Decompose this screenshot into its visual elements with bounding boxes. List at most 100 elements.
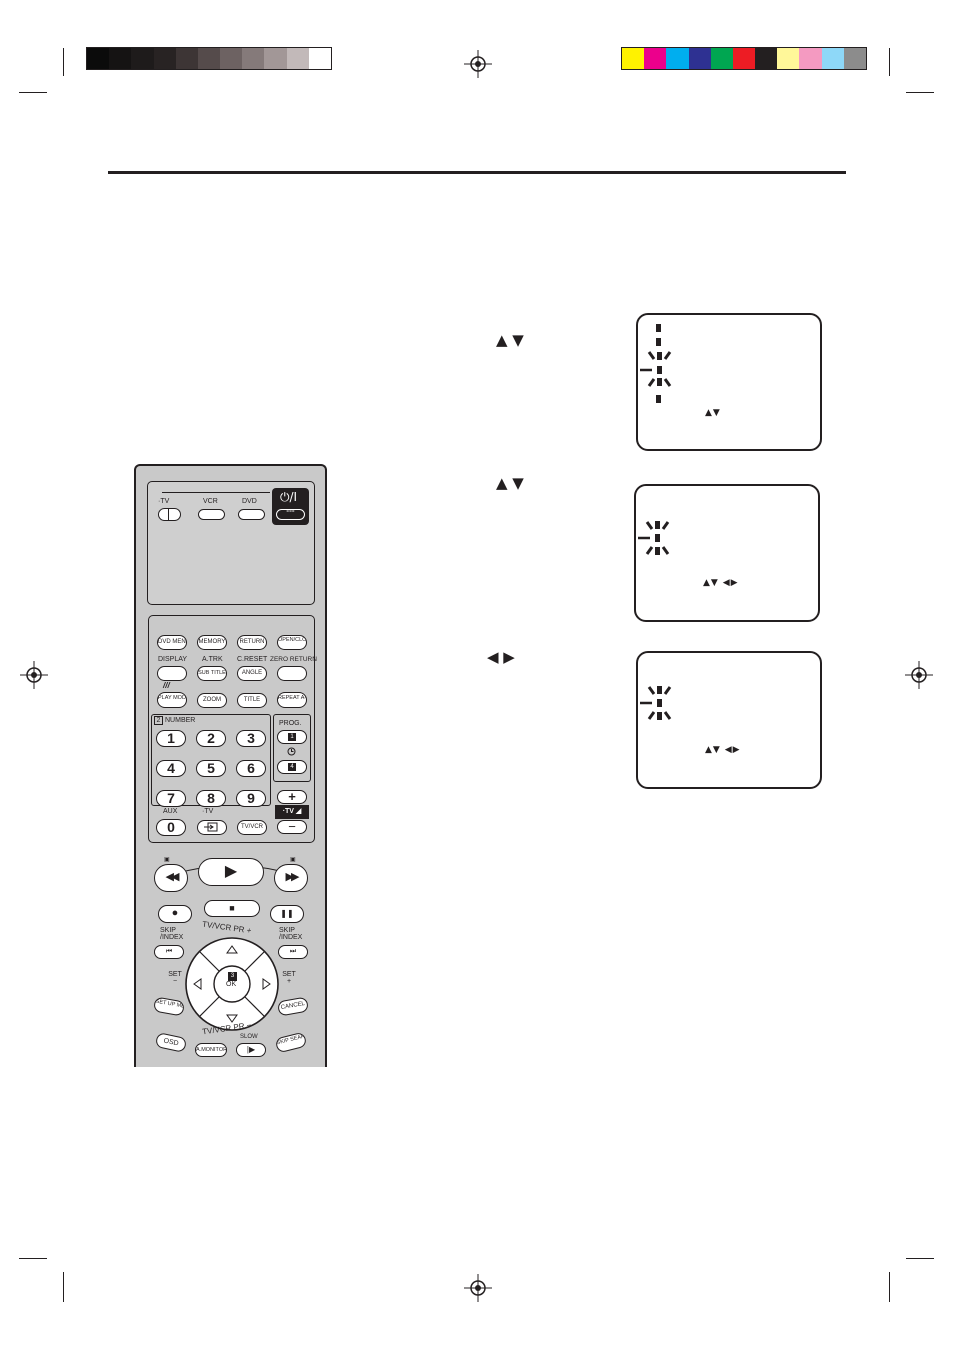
vcr-mode-button[interactable]: [198, 509, 225, 520]
cancel-button[interactable]: CANCEL: [276, 996, 310, 1017]
zero-return-label: ZERO RETURN: [270, 656, 317, 663]
registration-target-icon: [464, 50, 492, 78]
step1-arrow-icons: ▲ ▼: [496, 331, 524, 349]
volume-tv-label: ·TV ◢: [275, 805, 309, 819]
skip-search-button[interactable]: SKIP SEARCH: [274, 1031, 308, 1054]
record-button[interactable]: ●: [158, 905, 192, 923]
color-swatch: [777, 48, 800, 69]
number-8-button[interactable]: 8: [196, 790, 226, 807]
prog-down-button[interactable]: 4: [277, 760, 307, 774]
osd-button[interactable]: OSD: [154, 1032, 188, 1053]
blinking-cursor-icon: [640, 686, 672, 720]
fast-forward-button[interactable]: ▶▶: [274, 864, 308, 892]
sub-title-button[interactable]: SUB TITLE: [197, 666, 227, 681]
power-button[interactable]: ⏻/I °°°: [272, 488, 309, 525]
navigation-dial[interactable]: [184, 936, 280, 1032]
blinking-cursor-icon: [640, 351, 672, 387]
a-monitor-button[interactable]: A.MONITOR: [195, 1043, 227, 1057]
return-button[interactable]: RETURN: [237, 635, 267, 650]
osd-marker: [656, 324, 661, 332]
rewind-button[interactable]: ◀◀: [154, 864, 188, 892]
dvd-mode-label: DVD: [242, 498, 257, 505]
number-0-button[interactable]: 0: [156, 819, 186, 836]
number-9-button[interactable]: 9: [236, 790, 266, 807]
display-label: DISPLAY: [158, 656, 188, 663]
zero-return-button[interactable]: [277, 666, 307, 681]
color-swatch: [688, 48, 712, 69]
color-swatch: [264, 48, 288, 69]
tv-mode-label: ·TV: [158, 498, 170, 505]
color-swatch: [644, 48, 667, 69]
number-4-button[interactable]: 4: [156, 760, 186, 777]
number-6-button[interactable]: 6: [236, 760, 266, 777]
open-close-button[interactable]: OPEN/CLOSE: [277, 635, 307, 650]
number-1-button[interactable]: 1: [156, 730, 186, 747]
remote-top-panel: [147, 481, 315, 605]
repeat-ab-button[interactable]: REPEAT A-B: [277, 692, 307, 708]
number-5-button[interactable]: 5: [196, 760, 226, 777]
color-swatch: [286, 48, 310, 69]
angle-button[interactable]: ANGLE: [237, 666, 267, 681]
remote-control: ·TV VCR DVD ⏻/I °°° DVD MENU MEMORY RETU…: [134, 464, 327, 1067]
display-button[interactable]: [157, 666, 187, 681]
crop-mark: [889, 48, 890, 76]
color-registration-bar: [621, 47, 867, 70]
registration-target-icon: [464, 1274, 492, 1302]
skip-back-button[interactable]: ⏮: [154, 945, 184, 959]
osd-screen-2: ▲▼ ◀▶: [634, 484, 820, 622]
color-swatch: [175, 48, 199, 69]
crop-mark: [19, 92, 47, 93]
crop-mark: [63, 1272, 64, 1302]
osd-screen-3: ▲▼ ◀▶: [636, 651, 822, 789]
dvd-mode-button[interactable]: [238, 509, 265, 520]
crop-mark: [19, 1258, 47, 1259]
rew-index-icon: ▣: [164, 857, 170, 863]
timer-clock-icon: [287, 747, 296, 756]
tv-vcr-button[interactable]: TV/VCR: [237, 820, 267, 835]
number-label: NUMBER: [165, 717, 196, 724]
ok-badge: 3: [228, 972, 237, 981]
tv-input-button[interactable]: [197, 820, 227, 835]
play-button[interactable]: ▶: [198, 858, 264, 886]
prog-up-button[interactable]: 1: [277, 730, 307, 744]
registration-target-icon: [20, 661, 48, 689]
number-7-button[interactable]: 7: [156, 790, 186, 807]
slow-label: SLOW: [240, 1034, 258, 1040]
ok-button[interactable]: OK: [226, 981, 237, 988]
color-swatch: [710, 48, 734, 69]
title-button[interactable]: TITLE: [237, 693, 267, 708]
color-swatch: [843, 48, 867, 69]
color-swatch: [220, 48, 243, 69]
color-swatch: [799, 48, 823, 69]
tv-mode-button[interactable]: [158, 508, 181, 521]
volume-up-button[interactable]: +: [277, 790, 307, 804]
prog-subpanel: [273, 714, 311, 782]
slow-button[interactable]: |▶: [236, 1043, 266, 1057]
color-swatch: [308, 48, 332, 69]
color-swatch: [87, 48, 110, 69]
stop-button[interactable]: ■: [204, 900, 260, 917]
tv-mode-divider: [168, 509, 169, 520]
skip-forward-button[interactable]: ⏭: [278, 945, 308, 959]
color-swatch: [732, 48, 756, 69]
number-3-button[interactable]: 3: [236, 730, 266, 747]
blinking-cursor-icon: [638, 521, 670, 555]
color-swatch: [821, 48, 845, 69]
play-mode-button[interactable]: PLAY MODE: [157, 692, 187, 708]
color-swatch: [109, 48, 132, 69]
memory-button[interactable]: MEMORY: [197, 635, 227, 650]
color-swatch: [242, 48, 265, 69]
prog-up-badge: 1: [288, 733, 296, 741]
prog-down-badge: 4: [288, 763, 296, 771]
registration-target-icon: [905, 661, 933, 689]
crop-mark: [906, 92, 934, 93]
pause-button[interactable]: ❚❚: [270, 905, 304, 923]
setup-menu-button[interactable]: SET UP MENU: [152, 996, 186, 1017]
c-reset-label: C.RESET: [237, 656, 268, 663]
number-2-button[interactable]: 2: [196, 730, 226, 747]
zoom-button[interactable]: ZOOM: [197, 693, 227, 708]
volume-down-button[interactable]: −: [277, 820, 307, 834]
osd-nav-hint: ▲▼ ◀▶: [705, 745, 741, 755]
slash-marks-icon: ///: [163, 681, 170, 690]
dvd-menu-button[interactable]: DVD MENU: [157, 635, 187, 650]
